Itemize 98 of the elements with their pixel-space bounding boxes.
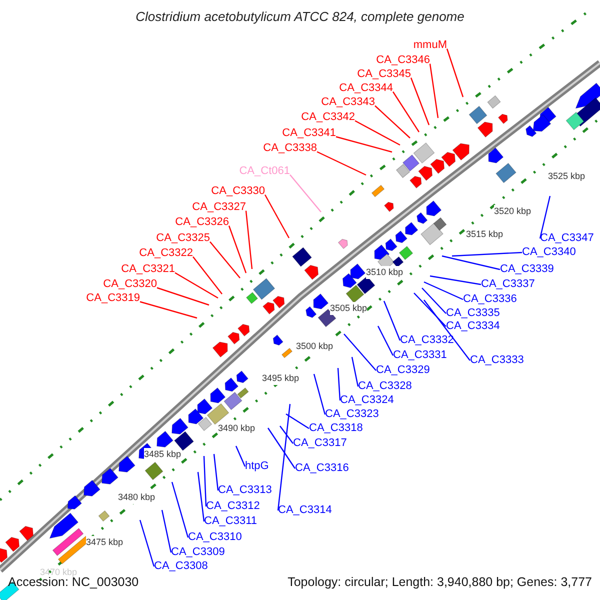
gene-label: CA_C3330	[211, 184, 265, 198]
leader-line	[539, 196, 551, 239]
scale-label: 3475 kbp	[86, 536, 124, 549]
gene-label: CA_C3328	[358, 380, 412, 392]
gene-label: CA_C3324	[340, 394, 394, 406]
scale-label: 3485 kbp	[144, 448, 182, 461]
leader-line	[336, 136, 392, 153]
gene-label: CA_C3326	[175, 216, 229, 228]
leader-line	[268, 428, 296, 469]
gene-label: CA_C3313	[218, 484, 272, 496]
leader-line	[316, 151, 366, 176]
scale-label: 3480 kbp	[118, 491, 156, 504]
gene-label: CA_C3335	[446, 306, 500, 320]
leader-line	[192, 256, 222, 294]
gene-label: htpG	[245, 460, 269, 472]
gene-label: CA_C3347	[540, 232, 594, 244]
leader-line	[429, 64, 439, 118]
gene-label: CA_C3332	[400, 334, 454, 346]
leader-line	[140, 301, 198, 319]
leader-line	[383, 300, 401, 341]
genome-info-text: Topology: circular; Length: 3,940,880 bp; Genes: 3,777	[288, 576, 592, 589]
leader-line	[446, 48, 464, 98]
title: Clostridium acetobutylicum ATCC 824, complete genome	[134, 10, 466, 23]
scale-label: 3500 kbp	[296, 340, 334, 353]
gene-label: CA_C3323	[325, 408, 379, 420]
leader-line	[290, 174, 322, 212]
leader-line	[156, 287, 210, 306]
gene-label: CA_C3309	[171, 546, 225, 558]
leader-line	[344, 334, 376, 371]
leader-line	[139, 520, 155, 567]
gene-label: CA_C3340	[522, 246, 576, 258]
scale-label: 3505 kbp	[330, 302, 368, 315]
gene-label: CA_C3322	[139, 246, 193, 260]
gene-label: CA_C3312	[206, 500, 260, 512]
leader-line	[277, 404, 291, 511]
leader-line	[171, 482, 189, 538]
gene-label: CA_C3333	[470, 354, 524, 366]
accession-text: Accession: NC_003030	[8, 576, 139, 589]
gene-label: CA_C3338	[263, 142, 317, 154]
leader-line	[414, 292, 446, 327]
scale-label: 3490 kbp	[218, 422, 256, 435]
leader-line	[245, 210, 253, 270]
leader-line	[430, 275, 482, 286]
leader-line	[197, 472, 205, 522]
gene-label: mmuM	[413, 38, 447, 52]
scale-label: 3495 kbp	[262, 372, 300, 385]
leader-line	[228, 226, 247, 274]
leader-line	[452, 252, 522, 257]
gene-label: CA_C3308	[154, 560, 208, 572]
leader-line	[354, 120, 400, 146]
gene-label: CA_C3321	[121, 262, 175, 276]
gene-label: CA_C3319	[86, 292, 140, 304]
scale-label: 3515 kbp	[466, 228, 504, 241]
leader-line	[392, 91, 420, 132]
leader-line	[377, 326, 394, 356]
leader-line	[313, 374, 326, 415]
leader-line	[422, 288, 446, 314]
leader-line	[442, 255, 500, 270]
gene-label: CA_C3316	[295, 462, 349, 474]
leader-line	[424, 300, 470, 361]
gene-label: CA_C3346	[376, 54, 430, 66]
leader-line	[280, 426, 294, 444]
leader-line	[337, 368, 341, 401]
gene-label: CA_C3341	[282, 126, 336, 140]
gene-label: CA_C3310	[188, 530, 242, 544]
gene-label: CA_C3345	[357, 68, 411, 80]
gene-label: CA_C3339	[500, 262, 554, 276]
leader-line	[264, 194, 290, 238]
gene-label: CA_C3318	[309, 422, 363, 434]
leader-line	[210, 241, 240, 278]
scale-label: 3510 kbp	[366, 266, 404, 279]
leader-line	[174, 272, 218, 299]
gene-label: CA_C3329	[376, 364, 430, 376]
gene-label: CA_C3314	[278, 504, 332, 516]
gene-label: CA_C3325	[156, 232, 210, 244]
gene-label: CA_C3337	[481, 278, 535, 290]
gene-label: CA_C3311	[204, 514, 257, 528]
leader-line	[410, 78, 430, 126]
scale-label: 3525 kbp	[548, 170, 586, 183]
leader-line	[213, 454, 219, 491]
leader-line	[351, 356, 359, 387]
gene-label: CA_Ct061	[239, 164, 290, 178]
scale-label: 3520 kbp	[494, 205, 532, 218]
gene-label: CA_C3334	[446, 320, 500, 332]
leader-line	[374, 105, 410, 138]
gene-label: CA_C3344	[339, 82, 393, 94]
gene-label: CA_C3331	[393, 348, 447, 362]
leader-line	[235, 446, 246, 467]
leader-line	[286, 414, 310, 429]
leader-line	[424, 281, 464, 300]
gene-label: CA_C3327	[192, 200, 246, 214]
gene-label: CA_C3317	[293, 436, 347, 450]
gene-label: CA_C3336	[463, 292, 517, 306]
gene-label: CA_C3343	[321, 96, 375, 108]
leader-line	[203, 456, 207, 507]
gene-label: CA_C3342	[301, 110, 355, 124]
leader-line	[161, 510, 172, 553]
gene-label: CA_C3320	[103, 278, 157, 290]
